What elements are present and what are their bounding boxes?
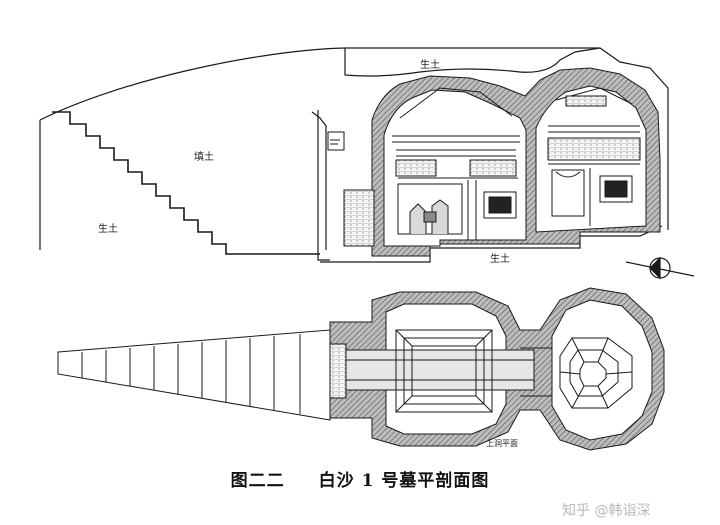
floor-line	[320, 225, 663, 263]
figure-title: 白沙 1 号墓平剖面图	[318, 471, 490, 491]
label-fill-soil: 填土	[194, 150, 214, 163]
plan-view	[57, 287, 665, 451]
plan-passage	[57, 329, 331, 421]
compass-icon	[625, 256, 695, 280]
topsoil-pocket	[344, 47, 601, 77]
section-view	[39, 47, 669, 263]
ground-outline	[39, 47, 669, 230]
watermark: 知乎 @韩诣深	[562, 503, 651, 519]
entrance-shaft	[327, 131, 375, 247]
figure-caption: 图二二 白沙 1 号墓平剖面图	[0, 466, 720, 491]
label-soil-left: 生土	[98, 222, 118, 235]
label-soil-top: 生土	[420, 58, 440, 71]
figure-number: 图二二	[230, 471, 285, 491]
label-soil-bottom: 生土	[490, 252, 510, 265]
front-chamber	[392, 87, 520, 240]
label-plan-view: 上洞平面	[486, 438, 518, 448]
rear-chamber	[547, 87, 641, 226]
stepped-ramp	[52, 111, 320, 255]
